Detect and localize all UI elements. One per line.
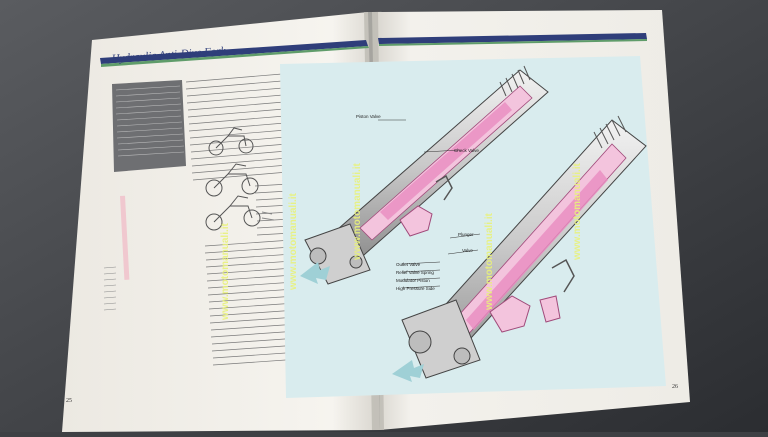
- diagram-panel: [280, 56, 666, 398]
- label-piston-valve: Piston Valve: [356, 114, 381, 119]
- label-outlet-valve: Outlet Valve: [396, 262, 421, 267]
- motorcycle-sketch-3: [205, 195, 275, 231]
- label-check-valve: Check Valve: [454, 148, 479, 153]
- margin-text-lines: [103, 266, 117, 311]
- watermark-1: www.motomanuali.it: [220, 222, 231, 321]
- watermark-2: www.motomanuali.it: [288, 192, 299, 291]
- header-stripe-green: [101, 46, 369, 67]
- header-stripe-blue: [100, 40, 368, 64]
- watermark-4: www.motomanuali.it: [484, 212, 495, 311]
- label-high-pressure-side: High Pressure Side: [396, 286, 435, 291]
- fork-cutaway-right: [401, 115, 647, 379]
- label-valve: Valve: [462, 248, 473, 253]
- motorcycle-sketch-1: [208, 127, 254, 156]
- label-relief-valve-spring: Relief Valve Spring: [396, 270, 434, 275]
- watermark-5: www.motomanuali.it: [572, 162, 583, 261]
- right-page-number: 26: [672, 384, 678, 390]
- fork-cutaway-left: [304, 65, 549, 285]
- watermark-3: www.motomanuali.it: [352, 162, 363, 261]
- left-page-number: 25: [66, 398, 72, 404]
- dark-text-lines: [115, 85, 185, 157]
- flow-arrow-1: [300, 262, 330, 284]
- label-plunger: Plunger: [458, 232, 474, 237]
- flow-arrow-2: [392, 360, 424, 382]
- header-stripe-right-blue: [378, 33, 647, 44]
- motorcycle-sketch-2: [205, 163, 259, 197]
- leader-lines: [378, 119, 481, 289]
- label-modulator-piston: Modulator Piston: [396, 278, 430, 283]
- pink-margin-bar: [120, 195, 130, 280]
- header-stripe-right-green: [379, 39, 647, 46]
